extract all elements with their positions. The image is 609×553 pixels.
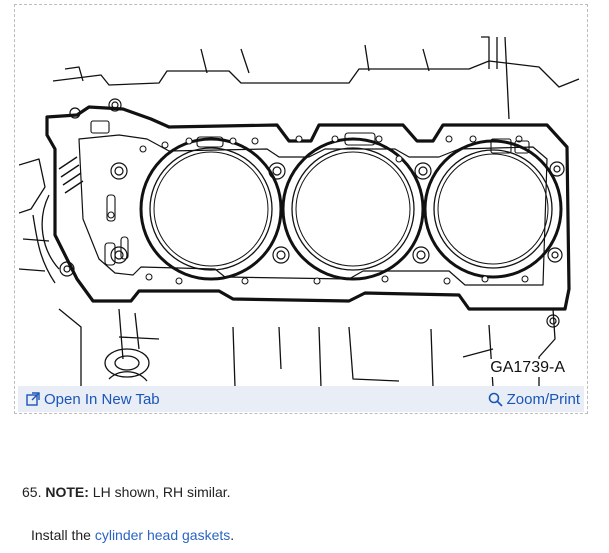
gasket-illustration [19,36,580,387]
magnifier-icon [488,392,503,407]
instruction-suffix: . [230,527,235,543]
open-in-new-tab-button[interactable]: Open In New Tab [26,391,160,408]
figure-caption: GA1739-A [488,359,567,377]
zoom-print-label: Zoom/Print [506,390,580,408]
figure-toolbar: Open In New Tab Zoom/Print [18,386,584,412]
instruction-line: Install the cylinder head gaskets. [31,527,234,543]
step-number: 65. [22,484,42,500]
step-note: 65. NOTE: LH shown, RH similar. [22,484,231,500]
instruction-prefix: Install the [31,527,95,543]
cylinder-bore-1 [139,137,283,281]
open-new-tab-icon [26,392,40,406]
cylinder-bore-2 [281,137,425,281]
open-in-new-tab-label: Open In New Tab [44,390,160,408]
note-text: LH shown, RH similar. [88,484,231,500]
cylinder-bore-3 [423,139,563,279]
figure-frame: GA1739-A [14,4,588,414]
zoom-print-button[interactable]: Zoom/Print [488,391,580,408]
cylinder-head-gaskets-link[interactable]: cylinder head gaskets [94,527,231,543]
note-label: NOTE: [45,484,89,500]
